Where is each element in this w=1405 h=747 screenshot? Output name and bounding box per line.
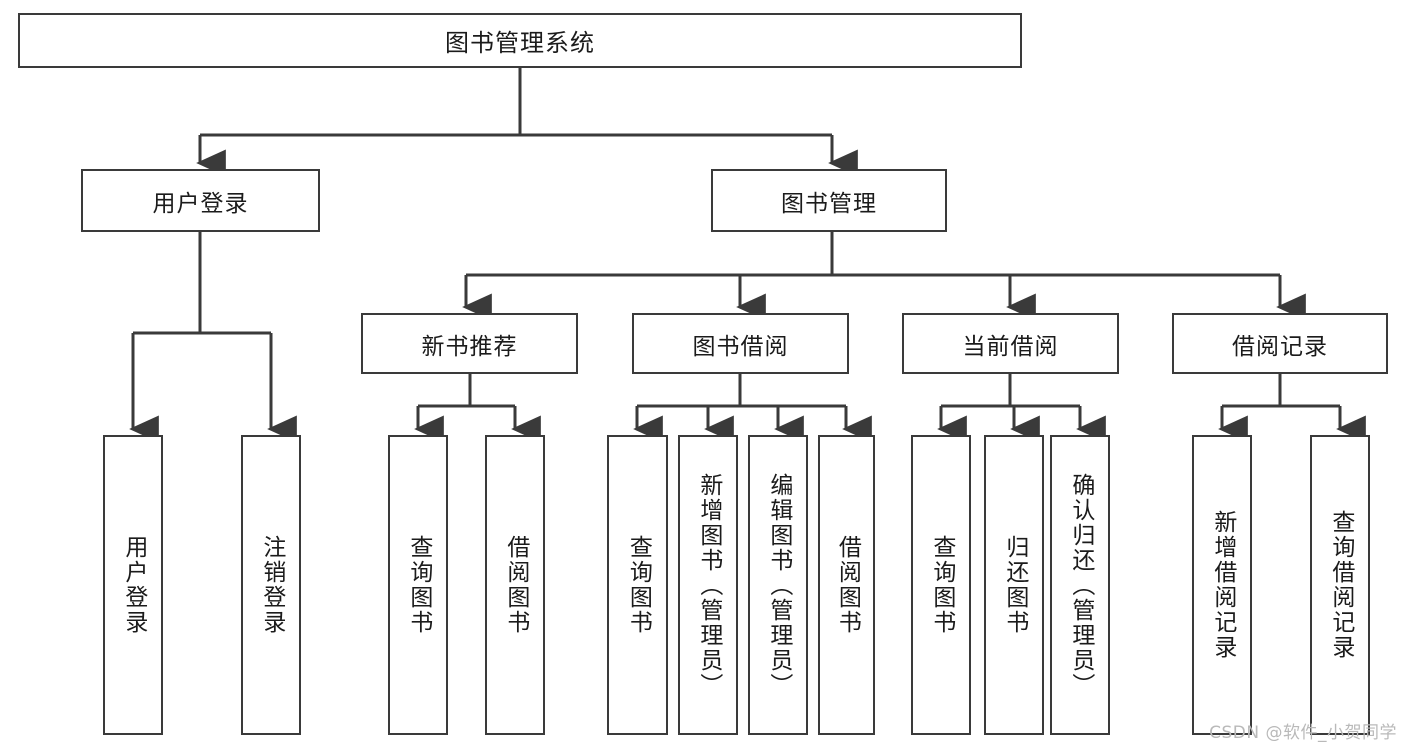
node-level3-current-borrow[interactable]: 当前借阅 — [902, 313, 1119, 374]
leaf-node[interactable]: 新增图书（管理员） — [678, 435, 738, 735]
node-level3-borrow-record-label: 借阅记录 — [1232, 333, 1328, 360]
leaf-node[interactable]: 新增借阅记录 — [1192, 435, 1252, 735]
leaf-node[interactable]: 查询图书 — [911, 435, 971, 735]
leaf-node-label: 借阅图书 — [502, 535, 529, 635]
node-level3-new-book-recommend-label: 新书推荐 — [421, 333, 518, 360]
node-root-label: 图书管理系统 — [445, 29, 595, 57]
leaf-node-label: 注销登录 — [258, 535, 285, 635]
leaf-node-label: 查询图书 — [928, 535, 955, 635]
leaf-node-label: 确认归还（管理员） — [1067, 472, 1094, 698]
leaf-node[interactable]: 注销登录 — [241, 435, 301, 735]
leaf-node[interactable]: 借阅图书 — [485, 435, 545, 735]
node-level3-current-borrow-label: 当前借阅 — [962, 333, 1059, 360]
leaf-node-label: 查询图书 — [405, 535, 432, 635]
leaf-node-label: 归还图书 — [1001, 535, 1028, 635]
node-level3-book-borrow[interactable]: 图书借阅 — [632, 313, 849, 374]
leaf-node-label: 查询图书 — [625, 535, 652, 635]
node-level2-book-management-label: 图书管理 — [781, 190, 877, 217]
node-level3-book-borrow-label: 图书借阅 — [692, 333, 789, 360]
leaf-node[interactable]: 查询图书 — [607, 435, 668, 735]
node-root[interactable]: 图书管理系统 — [18, 13, 1022, 68]
node-level2-user-login[interactable]: 用户登录 — [81, 169, 320, 232]
leaf-node-label: 新增借阅记录 — [1209, 510, 1236, 660]
leaf-node[interactable]: 查询借阅记录 — [1310, 435, 1370, 735]
leaf-node[interactable]: 确认归还（管理员） — [1050, 435, 1110, 735]
leaf-node-label: 查询借阅记录 — [1327, 510, 1354, 660]
leaf-node-label: 编辑图书（管理员） — [765, 472, 792, 698]
node-level2-user-login-label: 用户登录 — [152, 190, 249, 217]
leaf-node[interactable]: 用户登录 — [103, 435, 163, 735]
node-level3-new-book-recommend[interactable]: 新书推荐 — [361, 313, 578, 374]
watermark: CSDN @软件_小贺同学 — [1209, 723, 1397, 743]
node-level3-borrow-record[interactable]: 借阅记录 — [1172, 313, 1388, 374]
leaf-node[interactable]: 归还图书 — [984, 435, 1044, 735]
leaf-node-label: 借阅图书 — [834, 535, 861, 635]
leaf-node[interactable]: 借阅图书 — [818, 435, 875, 735]
node-level2-book-management[interactable]: 图书管理 — [711, 169, 947, 232]
leaf-node[interactable]: 查询图书 — [388, 435, 448, 735]
leaf-node-label: 用户登录 — [120, 535, 147, 635]
leaf-node-label: 新增图书（管理员） — [695, 472, 722, 698]
leaf-node[interactable]: 编辑图书（管理员） — [748, 435, 808, 735]
